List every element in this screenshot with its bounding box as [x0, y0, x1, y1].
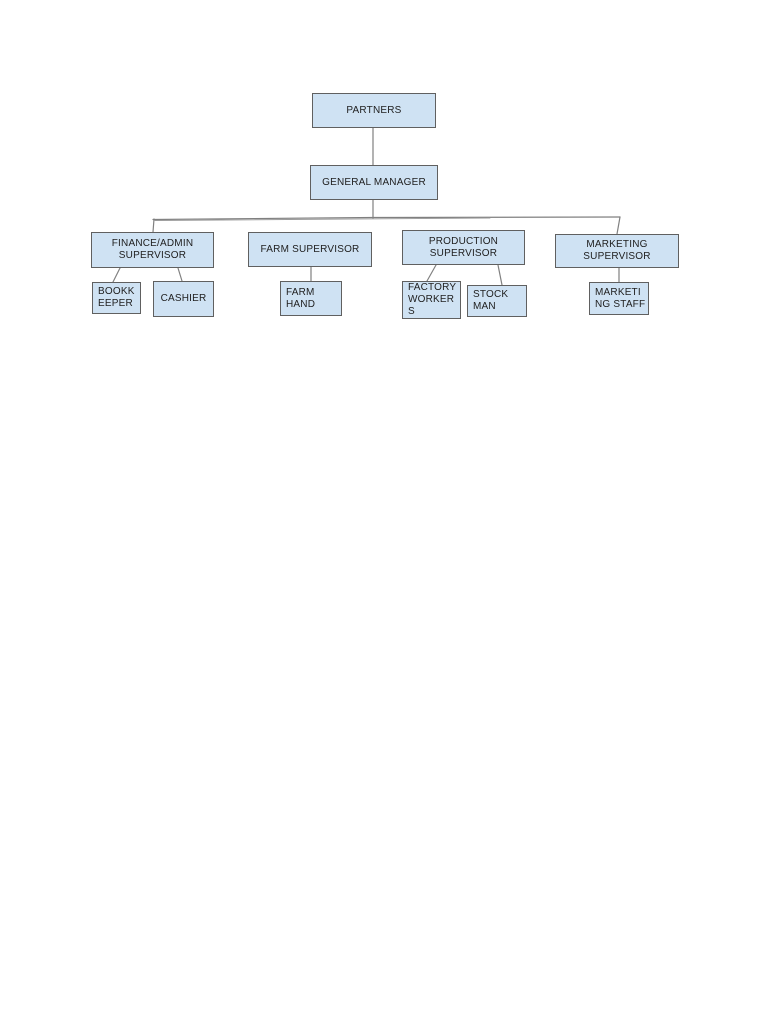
connector-rail-double [154, 217, 491, 221]
org-node-marketing-supervisor: MARKETING SUPERVISOR [555, 234, 679, 268]
org-node-general-manager: GENERAL MANAGER [310, 165, 438, 200]
org-node-farm-hand: FARM HAND [280, 281, 342, 316]
org-node-production-supervisor: PRODUCTION SUPERVISOR [402, 230, 525, 265]
connector-finance-bookkeeper [112, 267, 121, 283]
connector-rail [152, 216, 621, 221]
connector-finance-cashier [177, 267, 183, 282]
org-node-cashier: CASHIER [153, 281, 214, 317]
org-node-factory-workers: FACTORY WORKER S [402, 281, 461, 319]
org-node-marketing-staff: MARKETI NG STAFF [589, 282, 649, 315]
org-node-partners: PARTNERS [312, 93, 436, 128]
connector-production-stockman [497, 264, 503, 286]
connector-rail-finance [152, 218, 155, 233]
org-node-farm-supervisor: FARM SUPERVISOR [248, 232, 372, 267]
connector-production-factory [426, 264, 437, 282]
org-node-finance-admin-supervisor: FINANCE/ADMIN SUPERVISOR [91, 232, 214, 268]
org-node-bookkeeper: BOOKK EEPER [92, 282, 141, 314]
org-node-stock-man: STOCK MAN [467, 285, 527, 317]
connector-rail-marketing [616, 216, 621, 235]
